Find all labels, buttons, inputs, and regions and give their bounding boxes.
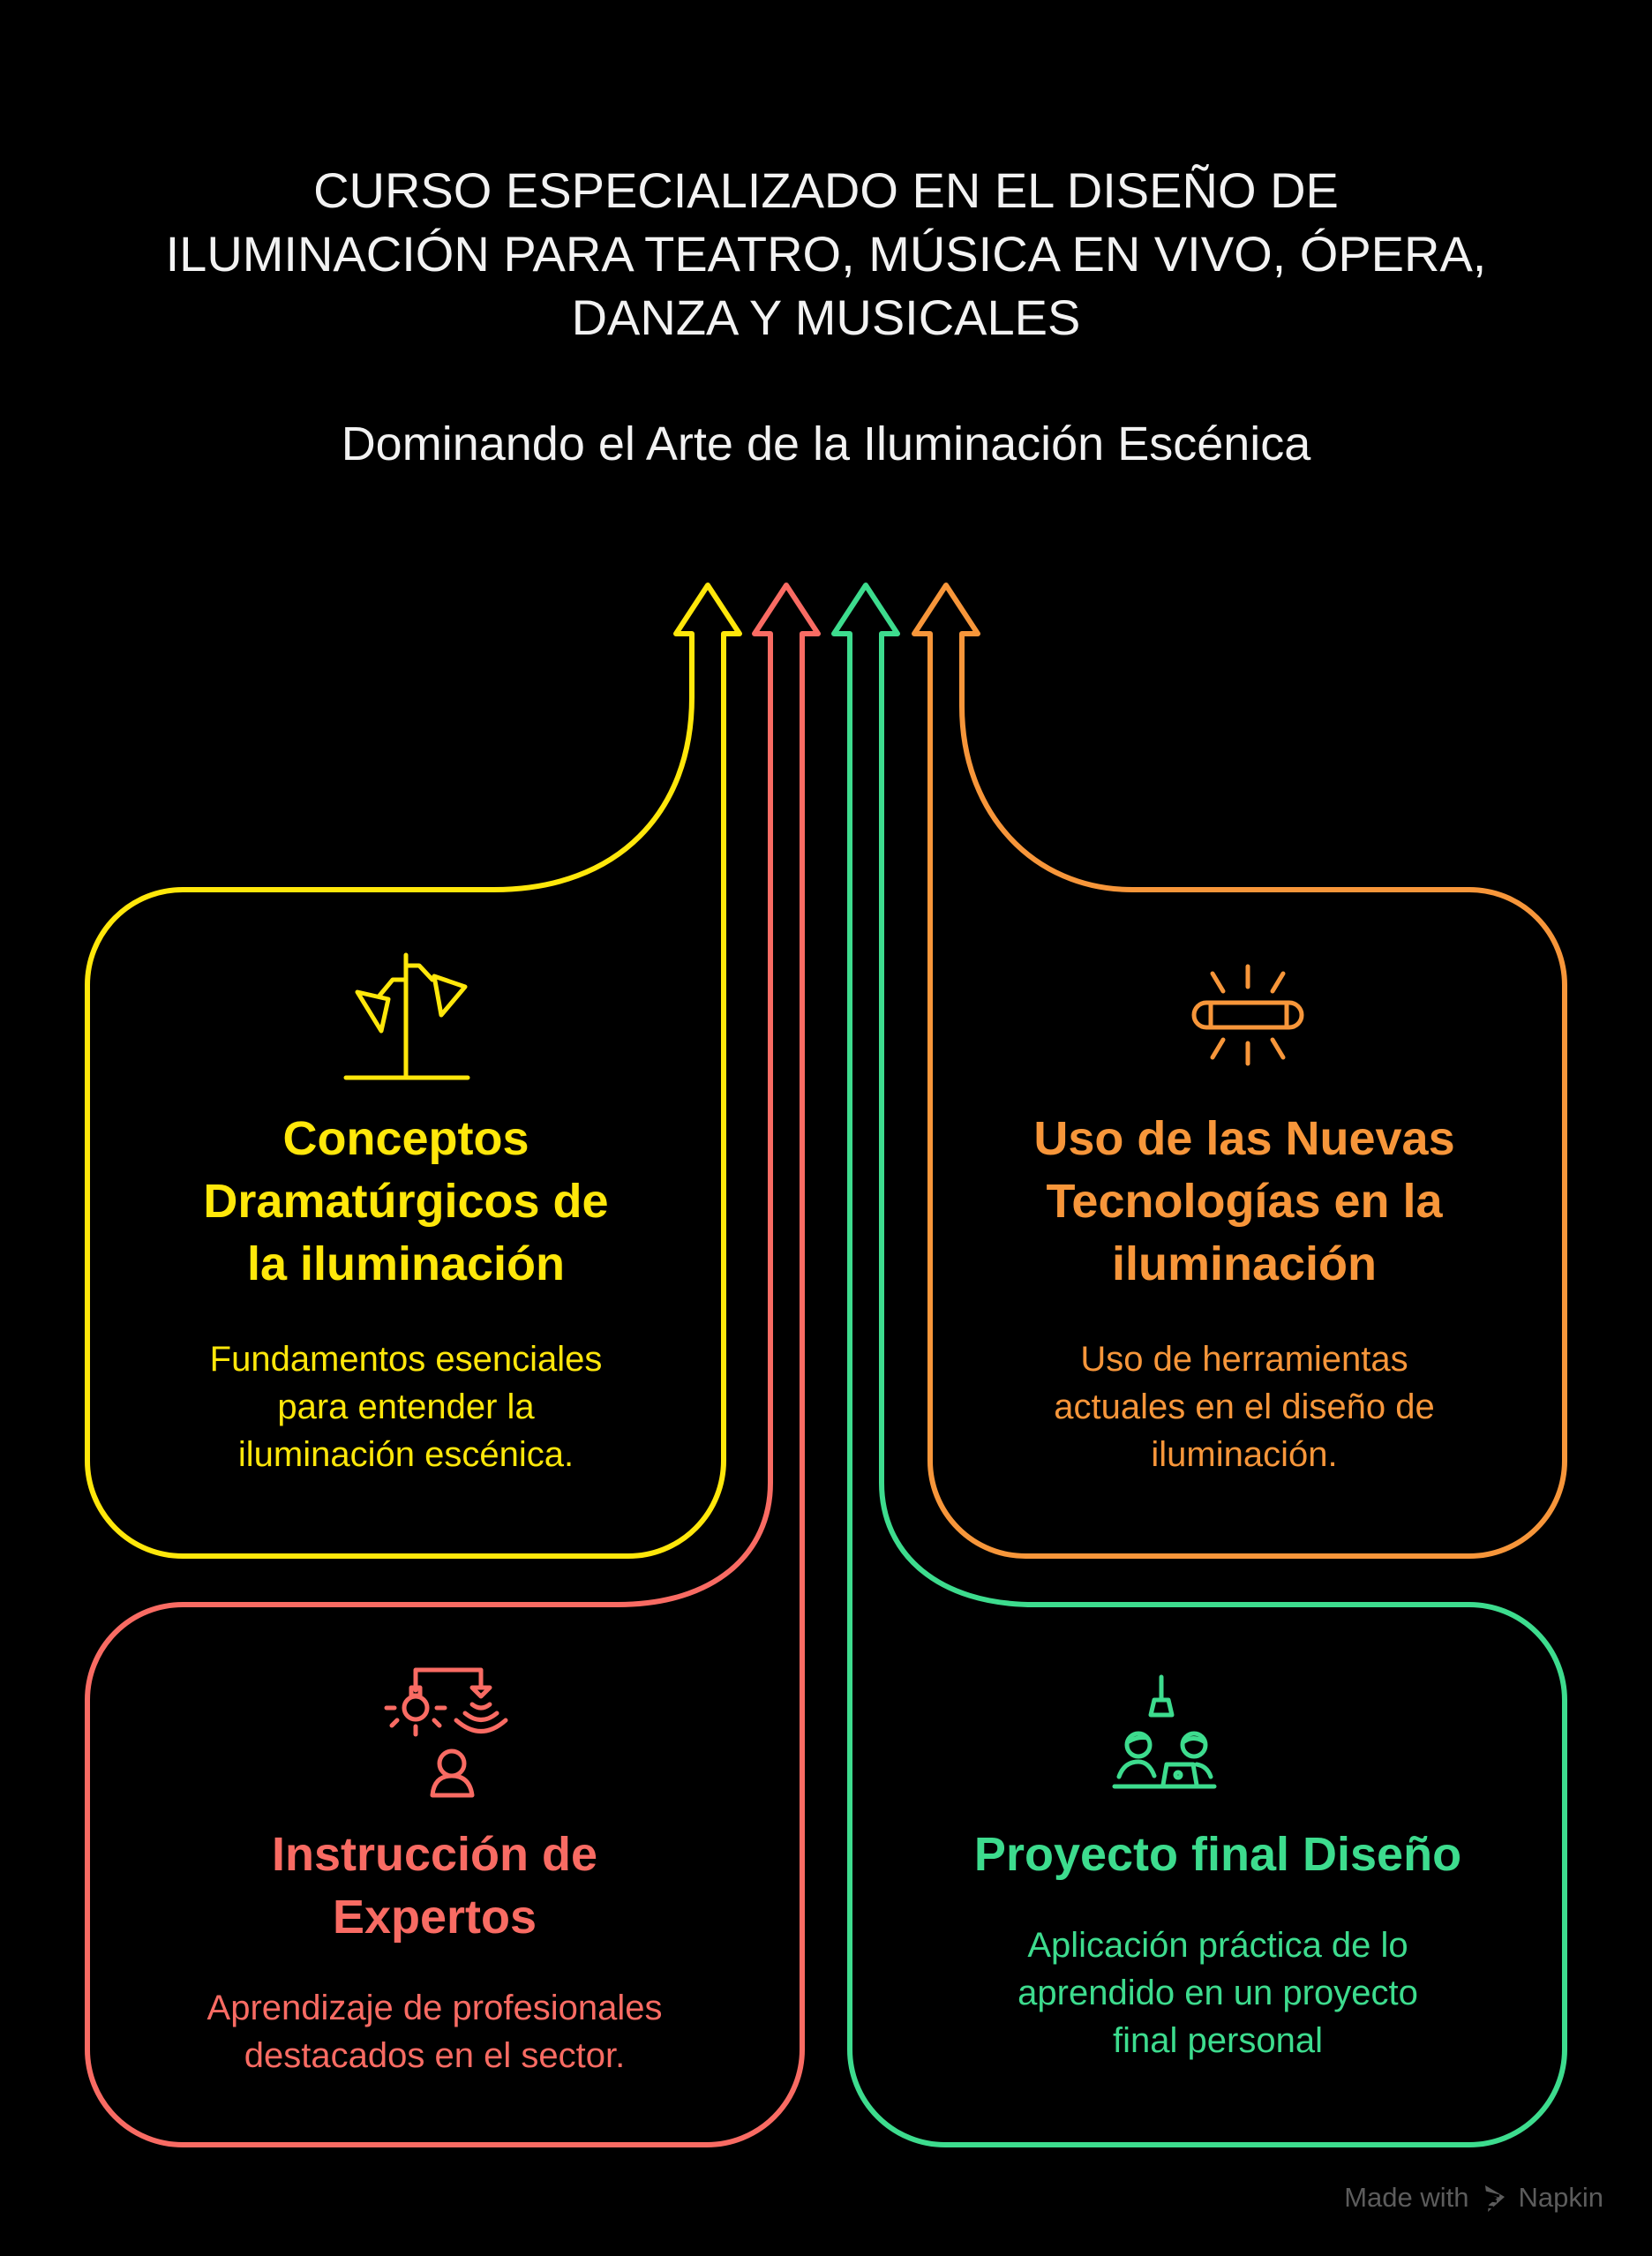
card-description: Uso de herramientas actuales en el diseñ… [935, 1335, 1553, 1478]
card-conceptos: Conceptos Dramatúrgicos de la iluminació… [97, 1108, 715, 1478]
card-title-line: Expertos [332, 1891, 537, 1944]
card-title: Proyecto final Diseño [882, 1824, 1553, 1886]
napkin-brand-label: Napkin [1518, 2182, 1604, 2213]
expert-instruction-icon [384, 1667, 508, 1798]
green-arrow-card-outline [831, 583, 1567, 2147]
subtitle: Dominando el Arte de la Iluminación Escé… [341, 417, 1311, 470]
yellow-arrow-card-outline [85, 583, 742, 1559]
main-title-line-2: ILUMINACIÓN PARA TEATRO, MÚSICA EN VIVO,… [165, 226, 1487, 282]
main-title: CURSO ESPECIALIZADO EN EL DISEÑO DE ILUM… [0, 159, 1652, 350]
card-description-line: Fundamentos esenciales [209, 1340, 603, 1379]
orange-arrow-card-outline [912, 583, 1567, 1559]
card-title-line: Uso de las Nuevas [1033, 1112, 1455, 1165]
card-title-line: Dramatúrgicos de [203, 1175, 609, 1228]
card-title-line: Proyecto final Diseño [973, 1828, 1462, 1881]
main-title-line-1: CURSO ESPECIALIZADO EN EL DISEÑO DE [313, 162, 1339, 218]
card-description-line: iluminación. [1151, 1435, 1338, 1474]
card-title-line: iluminación [1111, 1237, 1378, 1290]
card-description-line: para entender la [277, 1387, 535, 1426]
card-title-line: Instrucción de [271, 1828, 598, 1881]
card-description-line: Aprendizaje de profesionales [206, 1989, 663, 2027]
card-title-line: Tecnologías en la [1046, 1175, 1443, 1228]
stage-lamp-icon [343, 952, 470, 1080]
card-title: Uso de las Nuevas Tecnologías en la ilum… [935, 1108, 1553, 1296]
card-description: Aplicación práctica de lo aprendido en u… [882, 1921, 1553, 2064]
card-description-line: final personal [1113, 2021, 1323, 2060]
card-instruccion-expertos: Instrucción de Expertos Aprendizaje de p… [97, 1824, 772, 2079]
card-title-line: la iluminación [246, 1237, 566, 1290]
card-description-line: destacados en el sector. [244, 2036, 626, 2075]
card-description-line: iluminación escénica. [237, 1435, 574, 1474]
card-description-line: aprendido en un proyecto [1017, 1974, 1418, 2012]
team-project-icon [1112, 1674, 1217, 1789]
napkin-logo-icon [1484, 2185, 1505, 2212]
card-title: Instrucción de Expertos [97, 1824, 772, 1949]
card-title: Conceptos Dramatúrgicos de la iluminació… [97, 1108, 715, 1296]
red-arrow-card-outline [85, 583, 821, 2147]
card-nuevas-tecnologias: Uso de las Nuevas Tecnologías en la ilum… [935, 1108, 1553, 1478]
card-title-line: Conceptos [282, 1112, 529, 1165]
card-description: Aprendizaje de profesionales destacados … [97, 1984, 772, 2079]
made-with-label: Made with [1344, 2182, 1469, 2213]
card-description: Fundamentos esenciales para entender la … [97, 1335, 715, 1478]
footer-attribution[interactable]: Made with Napkin [1344, 2180, 1603, 2215]
card-description-line: actuales en el diseño de [1054, 1387, 1435, 1426]
card-description-line: Aplicación práctica de lo [1027, 1926, 1408, 1965]
led-bar-light-icon [1191, 964, 1304, 1066]
card-proyecto-final: Proyecto final Diseño Aplicación práctic… [882, 1824, 1553, 2064]
card-description-line: Uso de herramientas [1080, 1340, 1408, 1379]
main-title-line-3: DANZA Y MUSICALES [571, 290, 1081, 345]
